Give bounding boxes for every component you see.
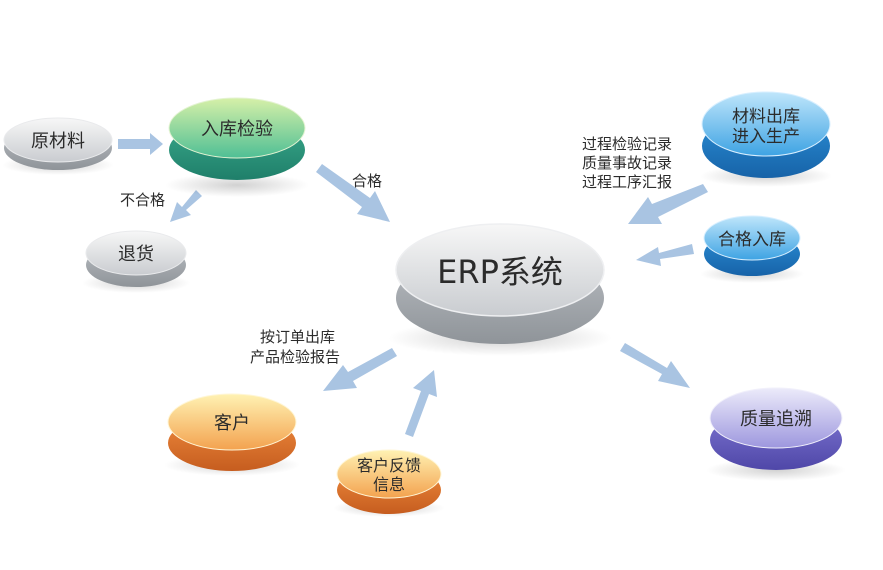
node-customer: 客户: [164, 393, 300, 476]
arrow-inspection-to-erp: [316, 164, 390, 222]
node-customer-feedback-line2: 信息: [373, 475, 405, 494]
arrow-feedback-to-erp: [405, 370, 437, 437]
edge-label-shipment-line1: 按订单出库: [260, 328, 335, 346]
node-return-goods-label: 退货: [118, 244, 154, 265]
arrow-records-to-erp: [628, 184, 708, 224]
node-customer-feedback-line1: 客户反馈: [357, 456, 421, 475]
node-quality-trace: 质量追溯: [706, 387, 846, 481]
edge-label-process-records-line1: 过程检验记录: [582, 135, 672, 153]
node-material-issue-line2: 进入生产: [732, 127, 800, 147]
node-quality-trace-label: 质量追溯: [740, 409, 812, 430]
node-return-goods: 退货: [82, 230, 190, 293]
node-incoming-inspection-label: 入库检验: [201, 119, 273, 140]
node-qualified-storage-label: 合格入库: [718, 230, 786, 250]
node-customer-feedback: 客户反馈 信息: [333, 449, 445, 517]
arrow-erp-to-quality: [620, 343, 690, 388]
node-erp-system: ERP系统: [388, 223, 612, 356]
node-raw-material: 原材料: [2, 117, 114, 175]
arrow-qualified-to-erp: [636, 244, 694, 266]
node-customer-label: 客户: [214, 413, 250, 434]
arrow-erp-to-customer: [323, 348, 397, 391]
edge-label-qualified: 合格: [352, 172, 382, 190]
edge-label-unqualified: 不合格: [120, 191, 165, 209]
edge-label-shipment-line2: 产品检验报告: [250, 348, 340, 366]
edge-label-process-records-line3: 过程工序汇报: [582, 173, 672, 191]
node-material-issue: 材料出库 进入生产: [700, 91, 832, 187]
node-erp-system-label: ERP系统: [437, 253, 563, 291]
node-incoming-inspection: 入库检验: [165, 97, 309, 197]
arrow-inspection-to-return: [170, 190, 202, 222]
edge-label-process-records: 过程检验记录 质量事故记录 过程工序汇报: [582, 135, 672, 191]
node-raw-material-label: 原材料: [31, 131, 85, 152]
arrows: [118, 133, 708, 437]
edge-label-shipment: 按订单出库 产品检验报告: [250, 328, 340, 366]
node-material-issue-line1: 材料出库: [732, 107, 800, 127]
arrow-raw-to-inspection: [118, 133, 163, 155]
edge-label-process-records-line2: 质量事故记录: [582, 154, 672, 172]
node-qualified-storage: 合格入库: [700, 215, 804, 283]
